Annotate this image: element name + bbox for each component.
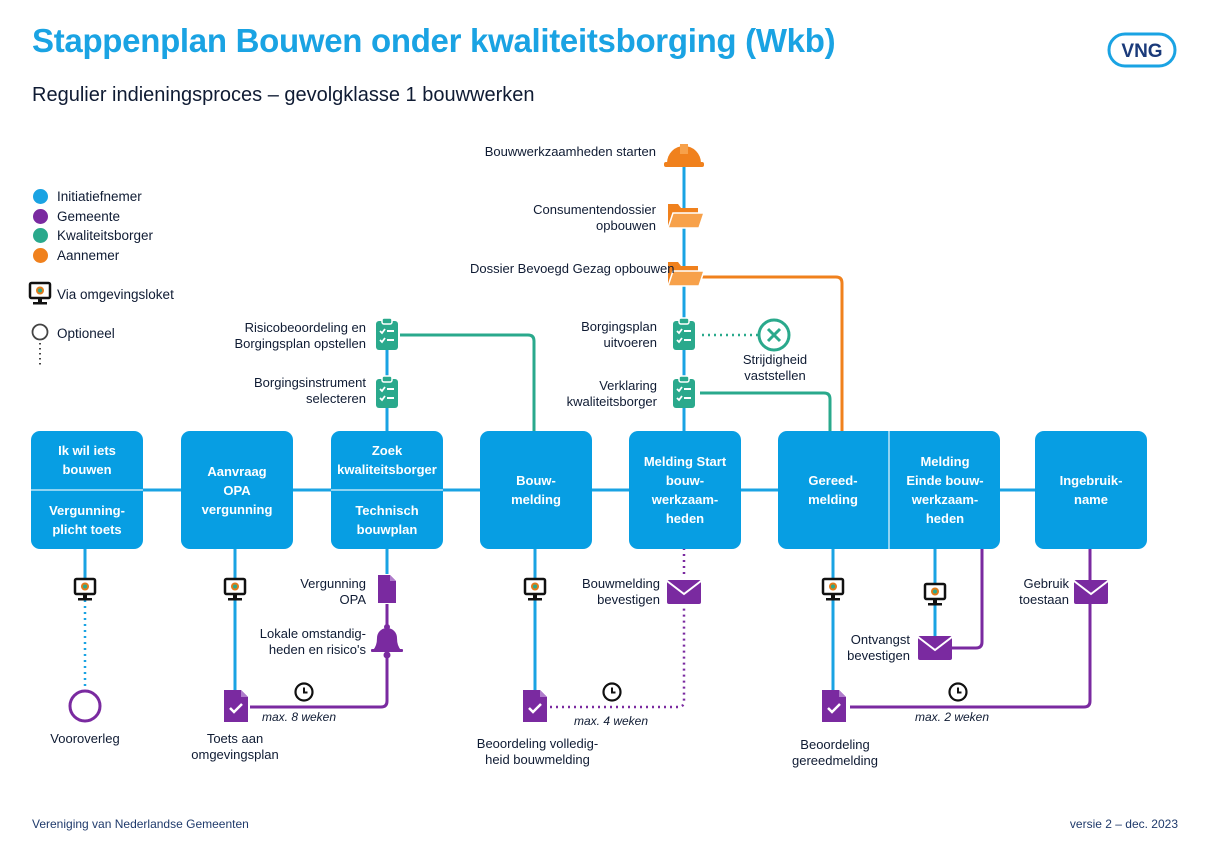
label-ontvangst-bevestigen: Ontvangst bevestigen <box>847 632 910 663</box>
label-dossier-bevoegd-gezag: Dossier Bevoegd Gezag opbouwen <box>470 261 675 276</box>
label-verklaring: Verklaring kwaliteitsborger <box>566 378 657 409</box>
legend-item-gemeente: Gemeente <box>33 207 153 227</box>
folder-icon <box>667 203 705 229</box>
label-strijdigheid: Strijdigheid vaststellen <box>742 352 808 383</box>
label-vooroverleg: Vooroverleg <box>50 731 120 746</box>
page-subtitle: Regulier indieningsproces – gevolgklasse… <box>32 84 535 106</box>
optional-circle-icon <box>31 323 49 341</box>
mail-icon <box>917 635 953 661</box>
step-aanvraag-opa: Aanvraag OPA vergunning <box>181 431 293 549</box>
label-borgingsplan-uitvoeren: Borgingsplan uitvoeren <box>581 319 657 350</box>
legend-item-initiatiefnemer: Initiatiefnemer <box>33 187 153 207</box>
clipboard-icon <box>375 375 399 409</box>
mail-icon <box>1073 579 1109 605</box>
legend-item-kwaliteitsborger: Kwaliteitsborger <box>33 226 153 246</box>
step-ik-wil-iets-bouwen: Ik wil iets bouwen Vergunning-plicht toe… <box>31 431 143 549</box>
step-melding-start: Melding Start bouw-werkzaam-heden <box>629 431 741 549</box>
label-consumentendossier: Consumentendossier opbouwen <box>533 202 656 233</box>
monitor-icon <box>821 577 845 602</box>
legend-optional-label: Optioneel <box>57 326 115 341</box>
step-gereedmelding: Gereed-melding <box>778 431 890 549</box>
document-icon <box>378 575 396 603</box>
label-borgingsinstrument: Borgingsinstrument selecteren <box>254 375 366 406</box>
monitor-icon <box>223 577 247 602</box>
monitor-icon <box>73 577 97 602</box>
label-max-8-weken: max. 8 weken <box>262 710 337 724</box>
clipboard-icon <box>375 317 399 351</box>
monitor-icon <box>28 281 52 306</box>
clock-icon <box>948 682 968 702</box>
label-beoordeling-gereedmelding: Beoordeling gereedmelding <box>791 737 878 768</box>
step-zoek-kwaliteitsborger: Zoek kwaliteitsborger Technisch bouwplan <box>331 431 443 549</box>
svg-text:VNG: VNG <box>1121 41 1162 62</box>
clock-icon <box>294 682 314 702</box>
document-check-icon <box>521 688 549 724</box>
step-melding-einde: Melding Einde bouw-werkzaam-heden <box>906 454 984 526</box>
step-gereedmelding-einde: Gereed-melding Melding Einde bouw-werkza… <box>778 431 1000 549</box>
bell-icon <box>371 624 403 659</box>
vng-logo: VNG <box>1107 32 1177 68</box>
cross-circle-icon <box>757 318 791 352</box>
mail-icon <box>666 579 702 605</box>
label-gebruik-toestaan: Gebruik toestaan <box>1019 576 1069 607</box>
label-vergunning-opa: Vergunning OPA <box>300 576 366 607</box>
step-bouwmelding: Bouw-melding <box>480 431 592 549</box>
step-ingebruikname: Ingebruik-name <box>1035 431 1147 549</box>
legend: Initiatiefnemer Gemeente Kwaliteitsborge… <box>33 187 153 265</box>
footer-version: versie 2 – dec. 2023 <box>1069 817 1178 831</box>
clipboard-icon <box>672 317 696 351</box>
label-beoordeling-volledigheid: Beoordeling volledig-heid bouwmelding <box>476 736 599 767</box>
label-bouwwerkzaamheden-starten: Bouwwerkzaamheden starten <box>484 144 656 159</box>
monitor-icon <box>923 582 947 607</box>
legend-item-aannemer: Aannemer <box>33 246 153 266</box>
legend-loket-label: Via omgevingsloket <box>57 287 174 302</box>
document-check-icon <box>222 688 250 724</box>
label-max-4-weken: max. 4 weken <box>574 714 649 728</box>
page-title: Stappenplan Bouwen onder kwaliteitsborgi… <box>32 22 836 59</box>
label-bouwmelding-bevestigen: Bouwmelding bevestigen <box>581 576 660 607</box>
monitor-icon <box>523 577 547 602</box>
label-lokale-omstandigheden: Lokale omstandig-heden en risico's <box>259 626 366 657</box>
label-risicobeoordeling: Risicobeoordeling en Borgingsplan opstel… <box>234 320 366 351</box>
document-check-icon <box>820 688 848 724</box>
footer-organization: Vereniging van Nederlandse Gemeenten <box>32 817 249 831</box>
label-toets-omgevingsplan: Toets aan omgevingsplan <box>191 731 279 762</box>
clock-icon <box>602 682 622 702</box>
label-max-2-weken: max. 2 weken <box>915 710 990 724</box>
helmet-icon <box>664 144 704 167</box>
clipboard-icon <box>672 375 696 409</box>
